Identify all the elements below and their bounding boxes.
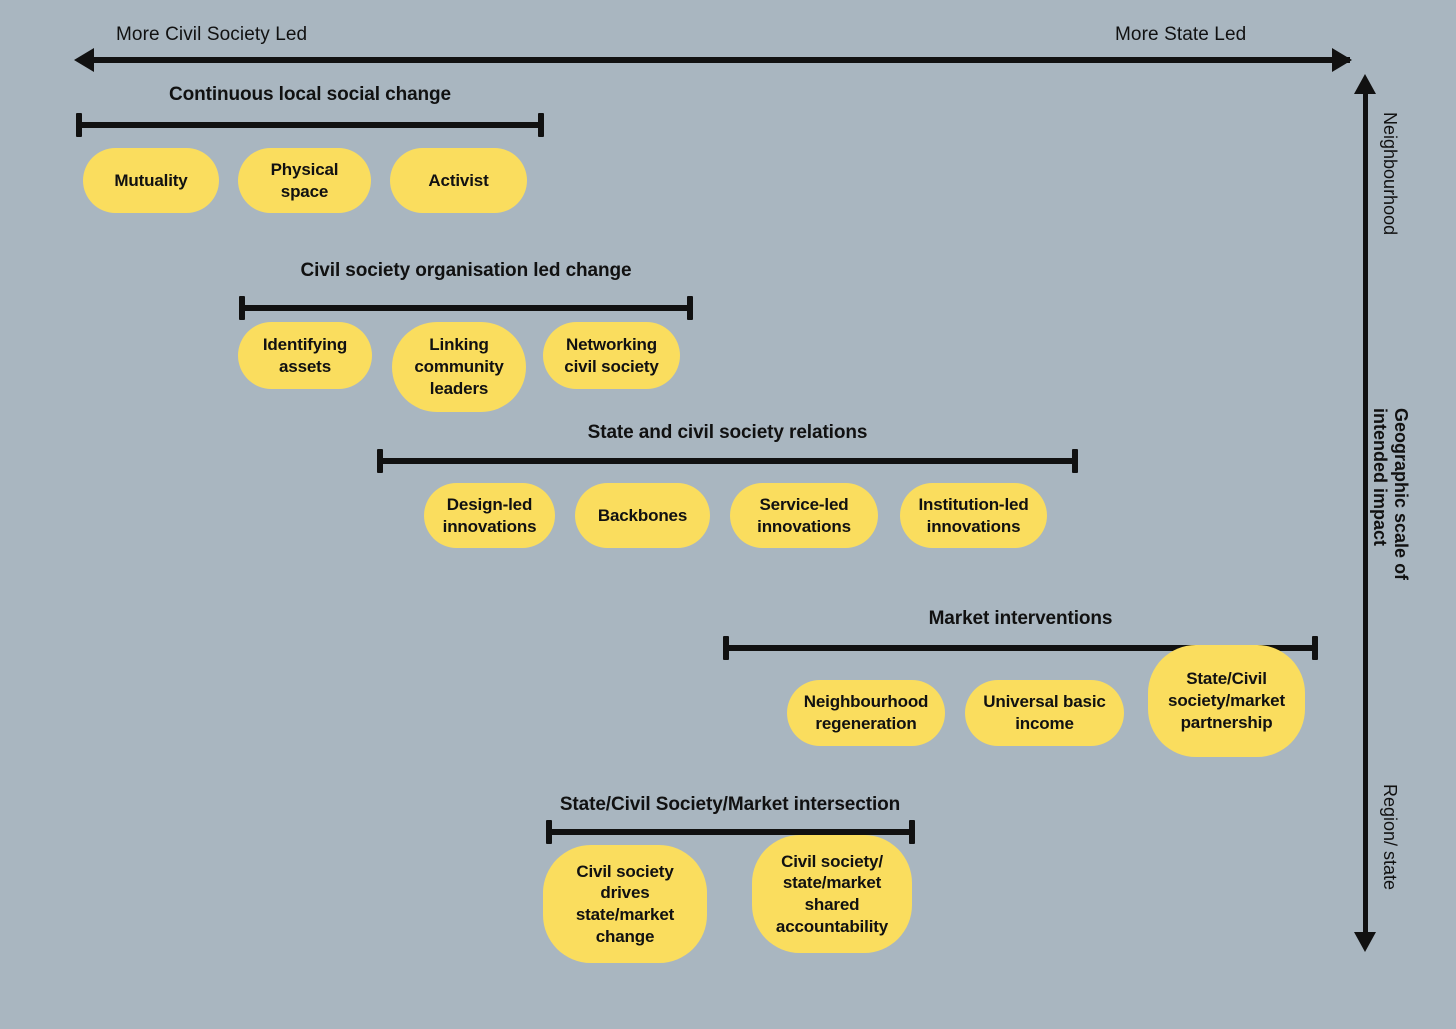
- vertical-axis-line: [1363, 92, 1368, 939]
- pill-civil-society-state-market-shared-accountability[interactable]: Civil society/ state/market shared accou…: [752, 835, 912, 953]
- pill-physical-space[interactable]: Physical space: [238, 148, 371, 213]
- axis-arrow-up-icon: [1354, 74, 1376, 94]
- bracket-cap-right: [1312, 636, 1318, 660]
- group-bracket-market-interventions: [723, 636, 1318, 660]
- bracket-cap-left: [377, 449, 383, 473]
- group-title-state-civil-society-market-intersection: State/Civil Society/Market intersection: [559, 794, 901, 815]
- bracket-bar: [546, 829, 915, 835]
- group-title-continuous-local-social-change: Continuous local social change: [168, 84, 452, 105]
- bracket-bar: [723, 645, 1318, 651]
- pill-state-civil-society-market-partnership[interactable]: State/Civil society/market partnership: [1148, 645, 1305, 757]
- bracket-cap-right: [1072, 449, 1078, 473]
- axis-label-neighbourhood: Neighbourhood: [1380, 112, 1400, 236]
- pill-neighbourhood-regeneration[interactable]: Neighbourhood regeneration: [787, 680, 945, 746]
- bracket-cap-right: [909, 820, 915, 844]
- axis-label-region-state: Region/ state: [1380, 784, 1400, 891]
- axis-arrow-right-icon: [1332, 48, 1352, 72]
- pill-design-led-innovations[interactable]: Design-led innovations: [424, 483, 555, 548]
- pill-networking-civil-society[interactable]: Networking civil society: [543, 322, 680, 389]
- pill-institution-led-innovations[interactable]: Institution-led innovations: [900, 483, 1047, 548]
- bracket-bar: [76, 122, 544, 128]
- group-bracket-continuous-local-social-change: [76, 113, 544, 137]
- pill-universal-basic-income[interactable]: Universal basic income: [965, 680, 1124, 746]
- pill-service-led-innovations[interactable]: Service-led innovations: [730, 483, 878, 548]
- bracket-bar: [239, 305, 693, 311]
- group-title-state-and-civil-society-relations: State and civil society relations: [587, 422, 868, 443]
- group-bracket-state-civil-society-market-intersection: [546, 820, 915, 844]
- bracket-cap-right: [538, 113, 544, 137]
- group-bracket-state-and-civil-society-relations: [377, 449, 1078, 473]
- bracket-cap-left: [76, 113, 82, 137]
- pill-civil-society-drives-state-market-change[interactable]: Civil society drives state/market change: [543, 845, 707, 963]
- axis-arrow-down-icon: [1354, 932, 1376, 952]
- pill-activist[interactable]: Activist: [390, 148, 527, 213]
- axis-label-more-state-led: More State Led: [1115, 24, 1247, 45]
- bracket-cap-left: [723, 636, 729, 660]
- bracket-cap-left: [239, 296, 245, 320]
- bracket-cap-left: [546, 820, 552, 844]
- axis-arrow-left-icon: [74, 48, 94, 72]
- horizontal-axis-line: [90, 57, 1350, 63]
- group-bracket-civil-society-organisation-led-change: [239, 296, 693, 320]
- pill-backbones[interactable]: Backbones: [575, 483, 710, 548]
- pill-identifying-assets[interactable]: Identifying assets: [238, 322, 372, 389]
- bracket-bar: [377, 458, 1078, 464]
- bracket-cap-right: [687, 296, 693, 320]
- pill-linking-community-leaders[interactable]: Linking community leaders: [392, 322, 526, 412]
- group-title-civil-society-organisation-led-change: Civil society organisation led change: [300, 260, 632, 281]
- axis-label-more-civil-society-led: More Civil Society Led: [116, 24, 308, 45]
- pill-mutuality[interactable]: Mutuality: [83, 148, 219, 213]
- axis-title-geographic-scale: Geographic scale of intended impact: [1369, 408, 1411, 581]
- group-title-market-interventions: Market interventions: [928, 608, 1113, 629]
